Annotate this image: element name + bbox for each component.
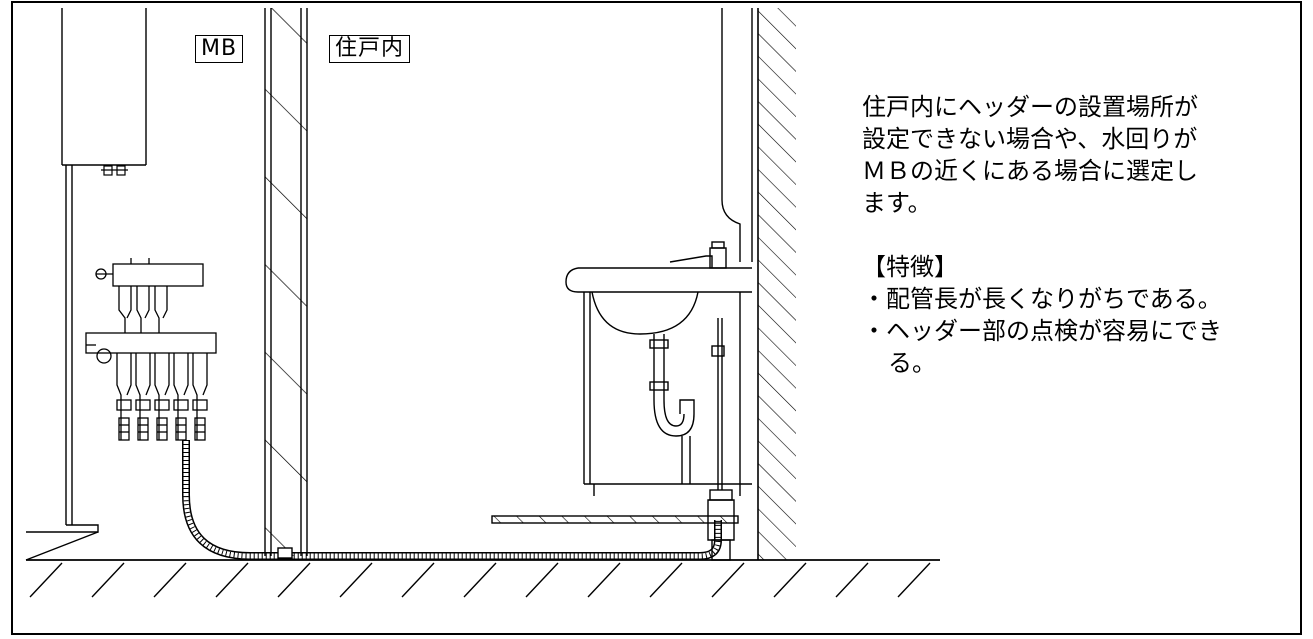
header-manifold-icon (85, 258, 217, 441)
features-heading: 【特徴】 (862, 253, 958, 281)
description-line: 住戸内にヘッダーの設置場所が (862, 93, 1198, 121)
floor-slab (26, 559, 940, 598)
exterior-wall (721, 8, 796, 560)
mb-wall (25, 8, 147, 561)
wash-basin-icon (491, 241, 752, 524)
description-line: ＭＢの近くにある場合に選定し (862, 157, 1198, 185)
feature-item: ・ヘッダー部の点検が容易にできる。 (862, 317, 1222, 377)
unit-interior-label: 住戸内 (329, 35, 411, 63)
shutoff-valve-icon (707, 489, 735, 561)
description-line: ます。 (862, 189, 932, 217)
feature-item: ・配管長が長くなりがちである。 (862, 285, 1222, 313)
mb-label: MB (195, 35, 244, 63)
heater-valves-icon (101, 165, 128, 176)
flexible-pipe (182, 440, 722, 560)
diagram-frame (11, 1, 1302, 635)
description-block: 住戸内にヘッダーの設置場所が 設定できない場合や、水回りが ＭＢの近くにある場合… (862, 91, 1292, 379)
description-line: 設定できない場合や、水回りが (862, 125, 1198, 153)
partition-wall (264, 8, 308, 559)
